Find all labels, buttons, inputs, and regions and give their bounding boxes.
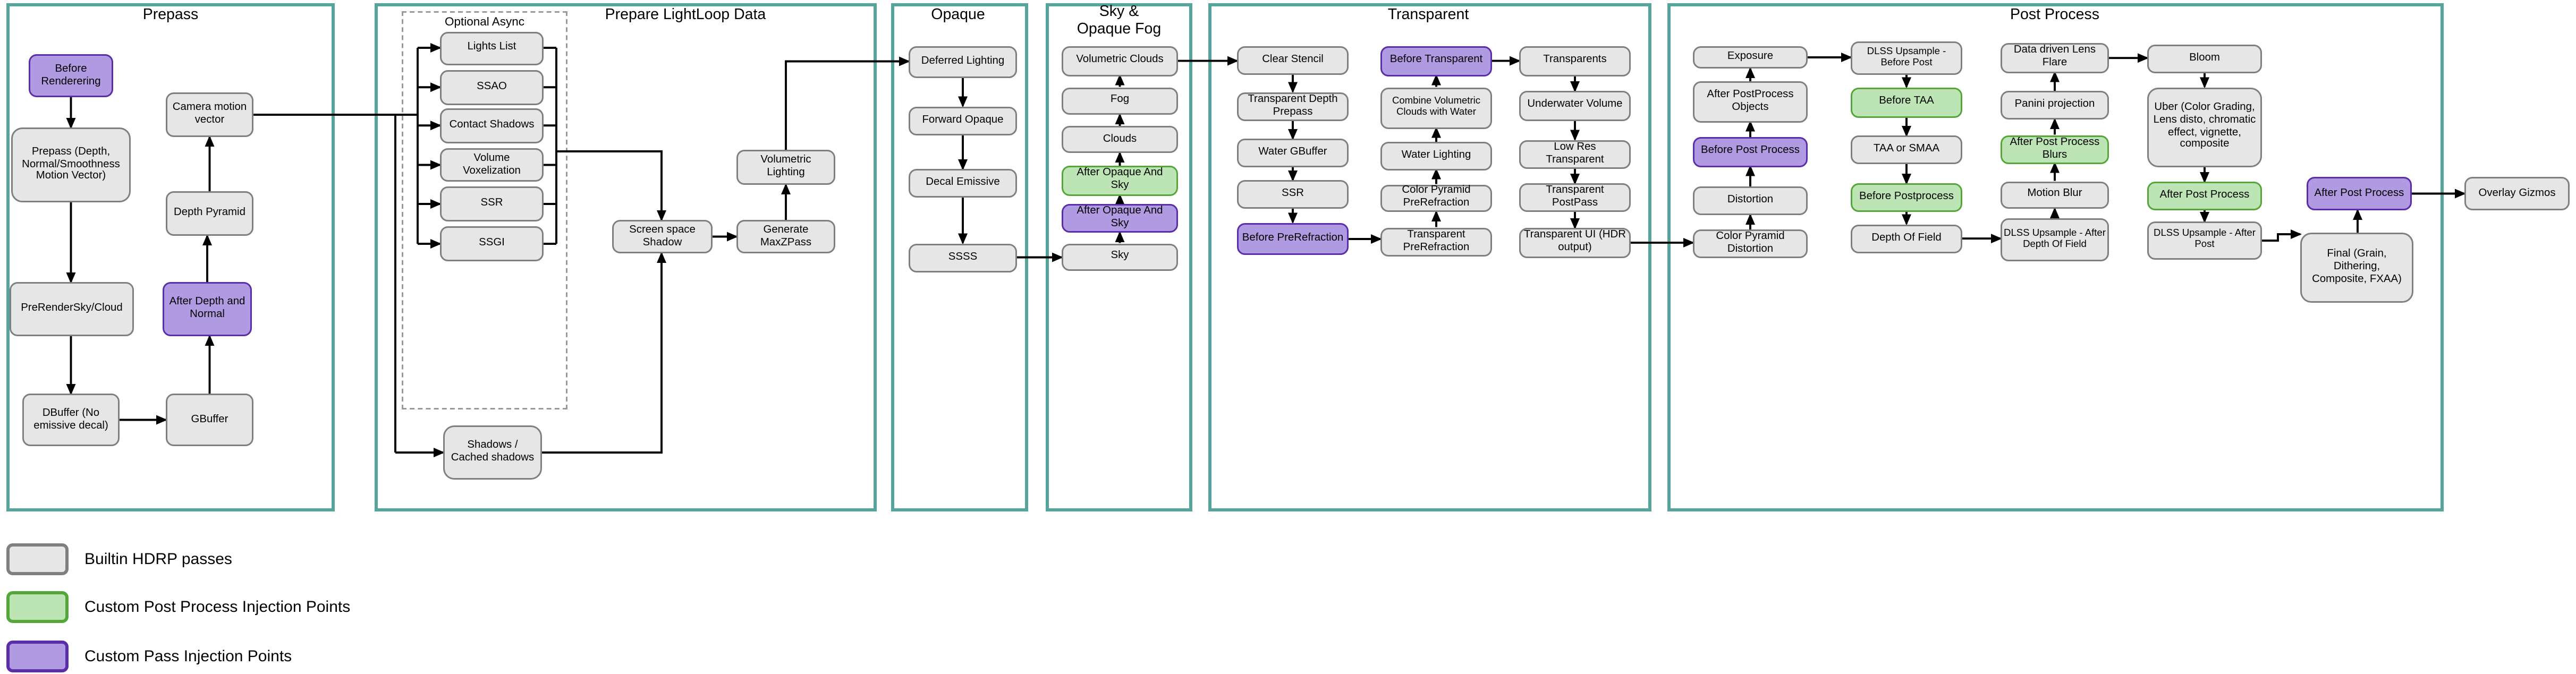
node-transparent-ui: Transparent UI (HDR output) [1519,228,1631,258]
node-clear-stencil: Clear Stencil [1237,46,1349,75]
node-after-opaque-sky-purple: After Opaque And Sky [1062,204,1178,233]
node-after-depth-normal: After Depth and Normal [163,282,252,336]
node-exposure: Exposure [1693,46,1808,69]
node-data-driven-lens-flare: Data driven Lens Flare [2001,42,2109,73]
legend-item-custom-pass: Custom Pass Injection Points [6,641,292,672]
node-prepass-main: Prepass (Depth, Normal/Smoothness Motion… [11,127,131,202]
node-underwater-volume: Underwater Volume [1519,91,1631,121]
node-before-prerefraction: Before PreRefraction [1237,222,1349,255]
node-after-opaque-sky-green: After Opaque And Sky [1062,166,1178,195]
legend-label-custom-post: Custom Post Process Injection Points [84,598,351,616]
node-taa-or-smaa: TAA or SMAA [1851,135,1962,164]
legend-swatch-custom-pass [6,641,69,672]
node-color-pyramid-prerefraction: Color Pyramid PreRefraction [1380,184,1492,212]
legend-swatch-builtin [6,543,69,575]
node-generate-maxzpass: Generate MaxZPass [736,220,835,253]
node-transparents: Transparents [1519,46,1631,76]
node-bloom: Bloom [2147,45,2262,73]
node-depth-pyramid: Depth Pyramid [166,191,253,236]
legend-label-builtin: Builtin HDRP passes [84,550,232,568]
optional-async-label: Optional Async [444,14,525,29]
node-ssgi: SSGI [440,226,544,261]
legend-item-builtin: Builtin HDRP passes [6,543,232,575]
node-low-res-transparent: Low Res Transparent [1519,139,1631,169]
section-transparent [1208,3,1651,511]
node-dlss-after-dof: DLSS Upsample - After Depth Of Field [2001,218,2109,261]
node-volume-voxelization: Volume Voxelization [440,148,544,182]
node-uber: Uber (Color Grading, Lens disto, chromat… [2147,87,2262,167]
node-after-post-process-green: After Post Process [2147,182,2262,210]
node-prerender-sky: PreRenderSky/Cloud [10,282,134,336]
node-ssss: SSSS [909,243,1017,272]
node-before-post-process: Before Post Process [1693,137,1808,167]
node-transparent-prerefraction: Transparent PreRefraction [1380,227,1492,256]
node-color-pyramid-distortion: Color Pyramid Distortion [1693,229,1808,258]
node-after-post-process-purple: After Post Process [2307,177,2412,210]
node-transparent-postpass: Transparent PostPass [1519,183,1631,212]
section-title-lightloop: Prepare LightLoop Data [605,6,766,24]
node-before-taa: Before TAA [1851,87,1962,117]
node-after-post-process-blurs: After Post Process Blurs [2001,134,2109,164]
node-combine-volumetric: Combine Volumetric Clouds with Water [1380,87,1492,129]
node-clouds: Clouds [1062,126,1178,153]
node-before-rendering: Before Renderering [29,54,113,97]
section-title-post-process: Post Process [2010,6,2099,24]
node-motion-blur: Motion Blur [2001,181,2109,209]
node-dlss-before-post: DLSS Upsample - Before Post [1851,41,1962,75]
node-contact-shadows: Contact Shadows [440,108,544,143]
node-forward-opaque: Forward Opaque [909,106,1017,135]
node-decal-emissive: Decal Emissive [909,169,1017,197]
node-deferred-lighting: Deferred Lighting [909,46,1017,78]
node-ssr-t: SSR [1237,180,1349,209]
node-fog: Fog [1062,87,1178,115]
node-shadows-cached: Shadows / Cached shadows [443,425,542,480]
node-screen-space-shadow: Screen space Shadow [612,220,713,253]
node-gbuffer: GBuffer [166,394,253,446]
node-sky: Sky [1062,243,1178,271]
node-camera-motion: Camera motion vector [166,92,253,137]
node-overlay-gizmos: Overlay Gizmos [2464,177,2570,210]
node-water-lighting: Water Lighting [1380,142,1492,170]
node-volumetric-clouds: Volumetric Clouds [1062,46,1178,76]
node-final: Final (Grain, Dithering, Composite, FXAA… [2300,233,2413,303]
section-post-process [1667,3,2444,511]
node-before-transparent: Before Transparent [1380,46,1492,76]
node-volumetric-lighting: Volumetric Lighting [736,150,835,185]
node-after-postprocess-objects: After PostProcess Objects [1693,81,1808,122]
node-depth-of-field: Depth Of Field [1851,224,1962,253]
node-ssr-async: SSR [440,186,544,221]
node-lights-list: Lights List [440,31,544,65]
node-water-gbuffer: Water GBuffer [1237,139,1349,167]
node-transparent-depth-prepass: Transparent Depth Prepass [1237,91,1349,121]
node-panini-projection: Panini projection [2001,91,2109,120]
section-title-prepass: Prepass [142,6,199,24]
section-title-opaque: Opaque [931,6,985,24]
section-title-transparent: Transparent [1387,6,1469,24]
node-distortion: Distortion [1693,186,1808,215]
node-ssao: SSAO [440,70,544,105]
section-lightloop [375,3,877,511]
legend-swatch-custom-post [6,591,69,623]
section-title-sky-opaque-fog: Sky & Opaque Fog [1077,3,1162,38]
section-prepass [6,3,335,511]
optional-async-group [402,11,567,409]
node-before-postprocess: Before Postprocess [1851,183,1962,212]
legend-item-custom-post: Custom Post Process Injection Points [6,591,350,623]
node-dlss-after-post: DLSS Upsample - After Post [2147,221,2262,260]
node-dbuffer: DBuffer (No emissive decal) [22,394,120,446]
legend-label-custom-pass: Custom Pass Injection Points [84,647,292,666]
